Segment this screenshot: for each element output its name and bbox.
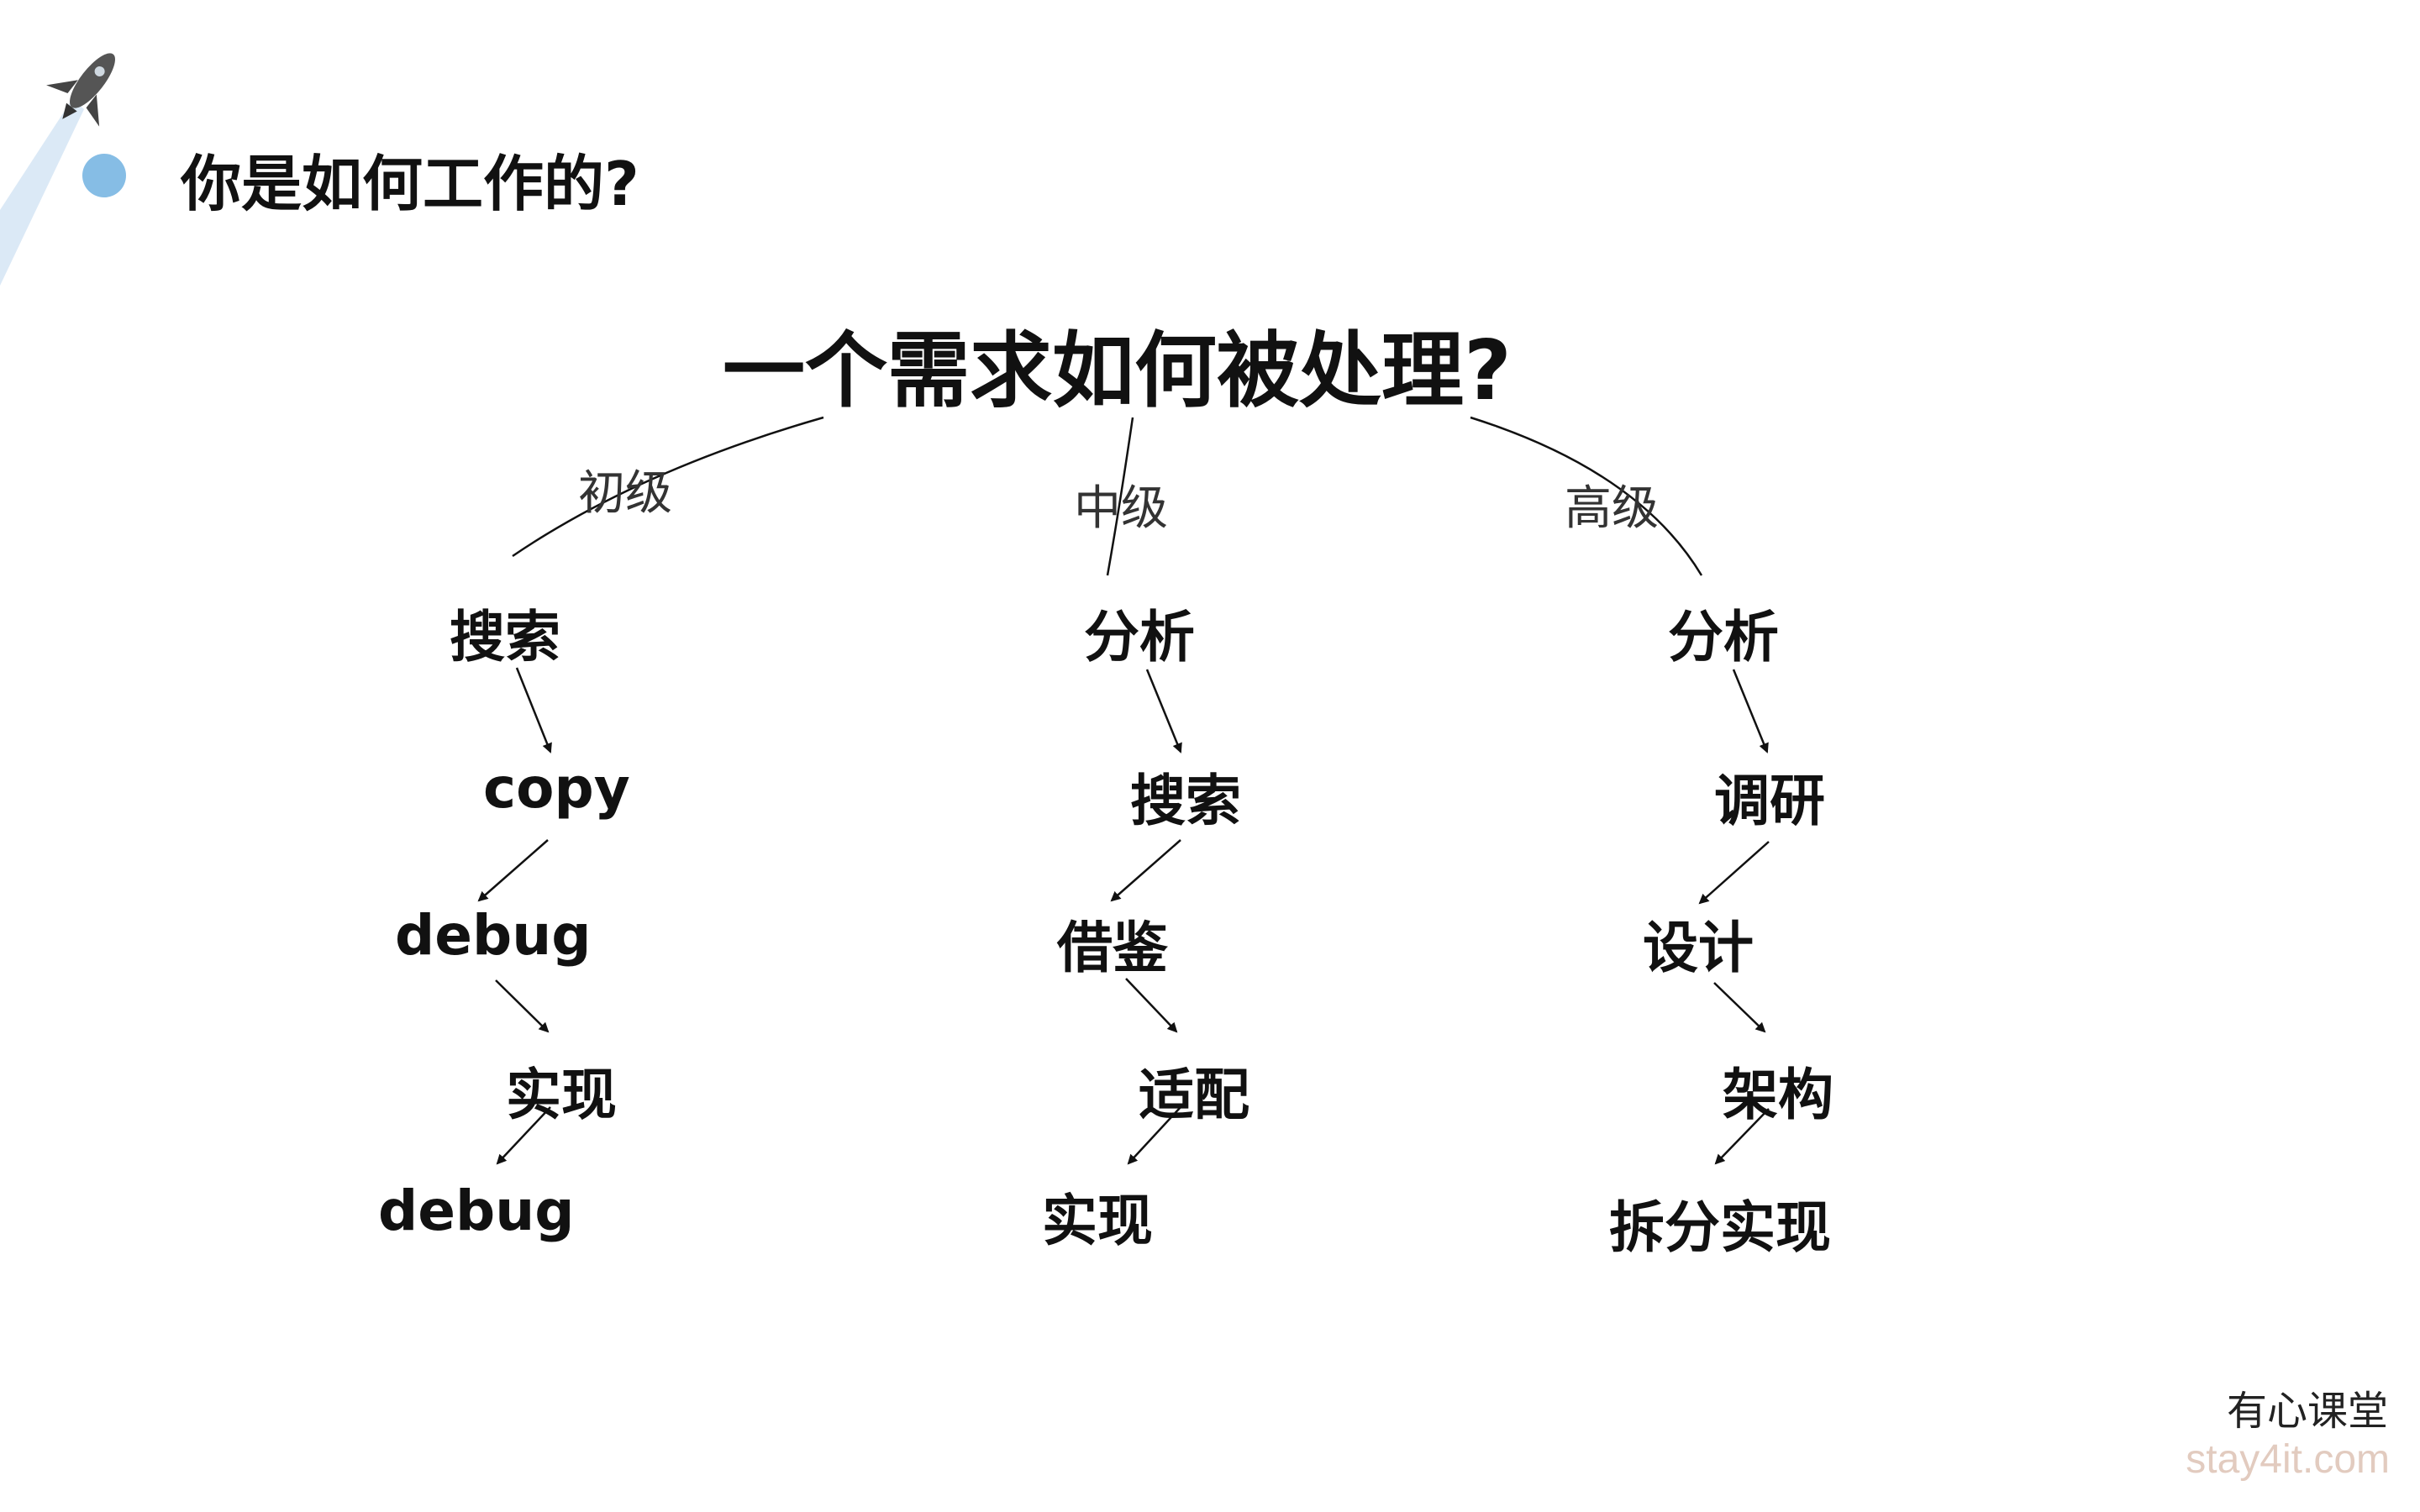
arrow-junior-2	[477, 839, 549, 902]
arrow-middle-4	[1127, 1106, 1181, 1165]
arrow-junior-3	[495, 979, 550, 1033]
step-middle-2: 搜索	[1130, 769, 1241, 833]
bullet-dot	[82, 154, 126, 197]
site-watermark: stay4it.com	[2186, 1437, 2390, 1482]
level-label-middle: 中级	[1074, 481, 1168, 536]
light-beam	[0, 99, 84, 286]
step-senior-2: 调研	[1714, 769, 1825, 833]
arrow-senior-2	[1698, 841, 1770, 905]
brand-name: 有心课堂	[2226, 1388, 2388, 1435]
step-junior-1: 搜索	[450, 605, 560, 669]
rocket-ship-icon	[46, 53, 115, 127]
arrow-middle-3	[1125, 978, 1178, 1033]
step-senior-4: 架构	[1723, 1063, 1833, 1127]
step-senior-3: 设计	[1643, 916, 1754, 980]
diagram-title: 一个需求如何被处理?	[723, 323, 1512, 419]
step-middle-1: 分析	[1084, 605, 1195, 669]
arrow-middle-1	[1145, 669, 1182, 753]
arrow-middle-2	[1110, 839, 1181, 902]
step-junior-4: 实现	[506, 1063, 617, 1127]
level-label-junior: 初级	[578, 466, 672, 521]
branch-line-junior	[512, 416, 824, 558]
step-middle-5: 实现	[1042, 1189, 1153, 1253]
step-senior-5: 拆分实现	[1609, 1195, 1831, 1260]
step-junior-2: copy	[483, 756, 630, 821]
arrow-junior-1	[515, 667, 552, 753]
level-label-senior: 高级	[1565, 481, 1659, 536]
arrow-junior-4	[496, 1106, 551, 1165]
step-middle-4: 适配	[1139, 1063, 1249, 1127]
arrow-senior-1	[1732, 669, 1769, 753]
step-senior-1: 分析	[1668, 605, 1779, 669]
arrow-senior-4	[1714, 1108, 1770, 1165]
arrow-senior-3	[1713, 982, 1766, 1033]
branch-line-senior	[1470, 416, 1703, 576]
step-junior-3: debug	[395, 903, 592, 968]
step-junior-5: debug	[378, 1179, 575, 1243]
step-middle-3: 借鉴	[1057, 916, 1168, 980]
branch-line-middle	[1106, 417, 1134, 576]
slide-heading: 你是如何工作的?	[181, 149, 639, 219]
